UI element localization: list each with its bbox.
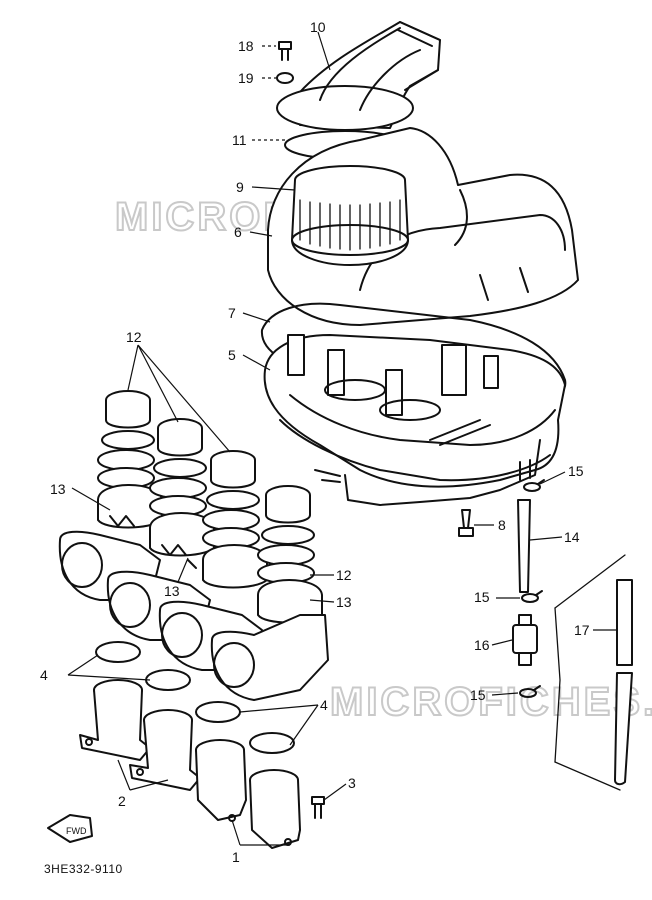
callout-7: 7 (228, 305, 236, 321)
watermark-bottom: MICROFICHES.NET (330, 680, 652, 724)
carb-joint-stacks (97, 390, 323, 624)
leader-9 (251, 186, 296, 191)
callout-18: 18 (238, 38, 254, 54)
air-box-case-part-5 (263, 334, 566, 506)
bolt-part-18 (278, 41, 292, 61)
part-code: 3HE332-9110 (44, 862, 123, 876)
callout-10: 10 (310, 19, 326, 35)
filter-element-part-9 (291, 165, 409, 266)
callout-5: 5 (228, 347, 236, 363)
callout-14: 14 (564, 529, 580, 545)
hose-clip-part-15-c (519, 685, 541, 698)
leader-5 (242, 354, 271, 371)
callout-6: 6 (234, 224, 242, 240)
drain-plug-part-16 (512, 614, 538, 666)
callout-15-top: 15 (568, 463, 584, 479)
callout-2: 2 (118, 793, 126, 809)
callout-4-right: 4 (320, 697, 328, 713)
leader-13-left (71, 487, 111, 511)
breather-hose-part-17 (554, 554, 633, 791)
leader-15-top (539, 471, 566, 485)
callout-11: 11 (232, 132, 247, 148)
callout-1: 1 (232, 849, 240, 865)
callout-15-mid: 15 (474, 589, 490, 605)
callout-8: 8 (498, 517, 506, 533)
callout-13-mid: 13 (164, 583, 180, 599)
washer-part-19 (276, 72, 294, 84)
callout-15-bottom: 15 (470, 687, 486, 703)
callout-16: 16 (474, 637, 490, 653)
callout-3: 3 (348, 775, 356, 791)
callout-19: 19 (238, 70, 254, 86)
callout-12-top: 12 (126, 329, 142, 345)
leader-4-left (67, 654, 151, 681)
hose-clip-part-15-b (521, 590, 543, 603)
leader-13-right (309, 599, 335, 603)
callout-13-left: 13 (50, 481, 66, 497)
leader-13-mid (177, 557, 189, 583)
hose-clamps-part-4 (95, 641, 295, 754)
screw-part-3 (311, 796, 325, 819)
hose-clip-part-15-a (523, 479, 545, 492)
leader-12-top (127, 344, 231, 453)
front-direction-marker: FWD (47, 814, 93, 843)
leader-14 (529, 536, 563, 541)
leader-6 (249, 231, 273, 237)
leader-4-right (239, 704, 319, 746)
callout-9: 9 (236, 179, 244, 195)
fwd-label: FWD (66, 826, 87, 836)
screw-part-8 (458, 509, 474, 537)
callout-13-right: 13 (336, 594, 352, 610)
leader-3 (323, 783, 347, 801)
callout-12-right: 12 (336, 567, 352, 583)
callout-4-left: 4 (40, 667, 48, 683)
leader-1 (231, 819, 290, 846)
callout-17: 17 (574, 622, 590, 638)
leader-16 (491, 639, 513, 646)
intake-duct-part-10 (276, 21, 441, 131)
intake-manifolds-parts-1-2 (79, 679, 301, 849)
drain-hose-part-14 (517, 499, 531, 593)
leader-7 (242, 312, 271, 323)
clamp-bands-part-13 (109, 515, 197, 569)
leader-2 (117, 759, 169, 791)
carburetor-bodies (58, 530, 329, 701)
leader-15-bottom (491, 692, 519, 696)
leader-10 (317, 31, 331, 71)
